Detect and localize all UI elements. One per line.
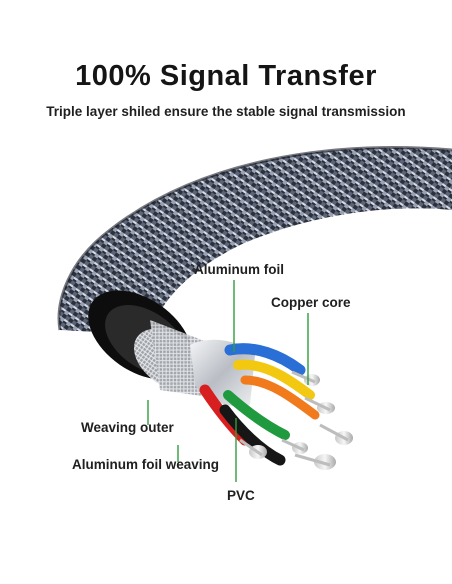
callout-aluminum-foil: Aluminum foil <box>194 262 284 277</box>
braided-cable-body <box>59 147 452 335</box>
colored-wires <box>199 343 320 466</box>
conductor-tips <box>239 370 353 470</box>
callout-pvc: PVC <box>227 488 255 503</box>
callout-leader-lines <box>147 280 309 482</box>
callout-weaving-outer: Weaving outer <box>81 420 174 435</box>
callout-aluminum-foil-weaving: Aluminum foil weaving <box>72 457 220 472</box>
page-title: 100% Signal Transfer <box>75 60 377 92</box>
page-subtitle: Triple layer shiled ensure the stable si… <box>46 104 406 119</box>
callout-copper-core: Copper core <box>271 295 351 310</box>
